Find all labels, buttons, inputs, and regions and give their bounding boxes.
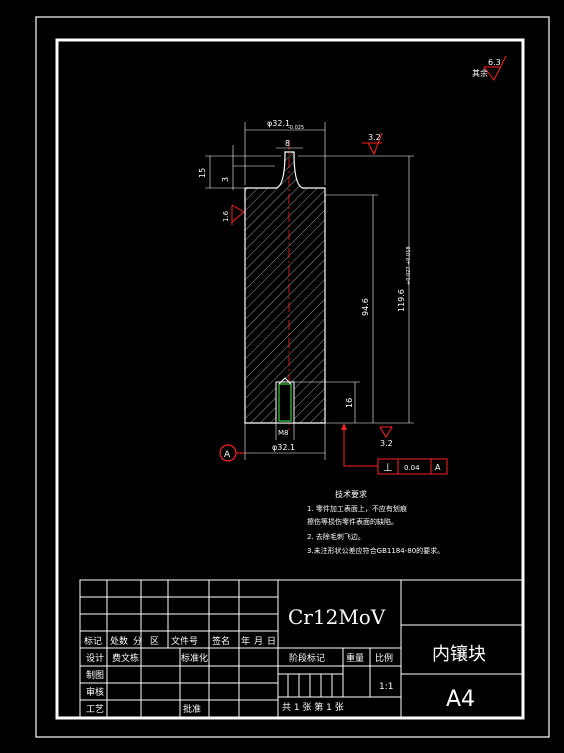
svg-text:阶段标记: 阶段标记 — [289, 652, 325, 664]
svg-text:1:1: 1:1 — [379, 682, 393, 692]
svg-text:月: 月 — [254, 636, 263, 647]
svg-text:3: 3 — [221, 177, 230, 182]
svg-text:批准: 批准 — [183, 703, 201, 715]
title-block-text: Cr12MoV 内镶块 A4 标记 处数 分 区 文件号 签名 年 月 日 设计… — [84, 605, 486, 715]
svg-text:擦伤等损伤零件表面的缺陷。: 擦伤等损伤零件表面的缺陷。 — [307, 517, 398, 526]
dim-height-16: 16 — [294, 381, 360, 423]
svg-text:文件号: 文件号 — [171, 635, 198, 647]
sheet-size: A4 — [446, 687, 475, 712]
dim-height-3: 3 — [221, 145, 275, 190]
svg-text:其余: 其余 — [472, 68, 488, 78]
svg-text:φ32.1: φ32.1 — [272, 443, 295, 452]
svg-text:日: 日 — [267, 636, 276, 647]
svg-text:处数: 处数 — [110, 635, 128, 647]
dim-bottom-diameter: φ32.1 — [238, 423, 326, 460]
dim-thread-m8: M8 — [275, 423, 295, 440]
svg-text:A: A — [224, 450, 231, 460]
svg-text:重量: 重量 — [346, 652, 364, 664]
svg-text:共 1 张 第 1 张: 共 1 张 第 1 张 — [282, 701, 344, 713]
svg-text:16: 16 — [345, 398, 354, 408]
dim-neck-width: 8 — [276, 139, 303, 149]
roughness-left: 1.6 — [222, 204, 245, 225]
svg-text:2. 去除毛刺飞边。: 2. 去除毛刺飞边。 — [307, 532, 365, 541]
svg-text:1. 零件加工表面上，不应有划痕: 1. 零件加工表面上，不应有划痕 — [307, 504, 407, 513]
svg-text:3.2: 3.2 — [368, 133, 381, 142]
svg-text:3.2: 3.2 — [380, 439, 393, 448]
part-name: 内镶块 — [432, 644, 486, 665]
dim-top-diameter: φ32.1 -0.025 — [244, 119, 326, 185]
svg-text:⊥: ⊥ — [383, 461, 393, 474]
svg-text:签名: 签名 — [212, 635, 230, 647]
svg-text:15: 15 — [198, 168, 207, 178]
svg-text:技术要求: 技术要求 — [335, 489, 367, 499]
datum-a: A — [219, 444, 245, 462]
svg-text:94.6: 94.6 — [361, 298, 370, 316]
dim-height-15: 15 — [198, 155, 281, 189]
part-section — [244, 151, 326, 424]
outer-border — [35, 16, 550, 738]
dim-height-119: 119.6 +0.027 +0.018 — [298, 155, 414, 424]
svg-text:3.未注形状公差应符合GB1184-80的要求。: 3.未注形状公差应符合GB1184-80的要求。 — [307, 546, 444, 555]
svg-text:分: 分 — [133, 636, 142, 647]
material-label: Cr12MoV — [288, 605, 386, 629]
svg-text:区: 区 — [150, 636, 159, 647]
svg-text:标准化: 标准化 — [181, 652, 208, 664]
svg-text:+0.027 +0.018: +0.027 +0.018 — [406, 246, 412, 285]
roughness-top: 3.2 — [362, 132, 383, 156]
svg-text:费文栋: 费文栋 — [112, 652, 139, 664]
svg-text:标记: 标记 — [84, 635, 102, 647]
svg-text:A: A — [435, 463, 441, 472]
svg-text:φ32.1: φ32.1 — [267, 119, 290, 128]
inner-border — [55, 38, 525, 720]
general-roughness-symbol: 其余 6.3 — [472, 55, 507, 81]
svg-text:制图: 制图 — [86, 669, 104, 681]
threaded-hole — [275, 381, 295, 424]
title-block — [79, 579, 523, 718]
dim-height-94: 94.6 — [325, 194, 378, 423]
svg-text:设计: 设计 — [86, 652, 104, 664]
svg-text:工艺: 工艺 — [86, 704, 104, 715]
geometric-tolerance-frame: ⊥ 0.04 A — [341, 423, 448, 475]
svg-text:-0.025: -0.025 — [288, 125, 304, 131]
svg-text:年: 年 — [241, 635, 250, 647]
svg-text:比例: 比例 — [375, 652, 393, 664]
svg-text:M8: M8 — [278, 429, 289, 437]
svg-text:8: 8 — [285, 139, 290, 148]
svg-text:6.3: 6.3 — [488, 58, 501, 67]
svg-text:119.6: 119.6 — [397, 289, 406, 312]
roughness-bottom: 3.2 — [379, 426, 393, 448]
svg-text:审核: 审核 — [86, 686, 104, 698]
hole-thread-line — [278, 383, 292, 422]
technical-requirements: 技术要求 1. 零件加工表面上，不应有划痕 擦伤等损伤零件表面的缺陷。 2. 去… — [307, 489, 444, 555]
svg-text:0.04: 0.04 — [404, 464, 420, 472]
svg-text:1.6: 1.6 — [222, 210, 230, 222]
